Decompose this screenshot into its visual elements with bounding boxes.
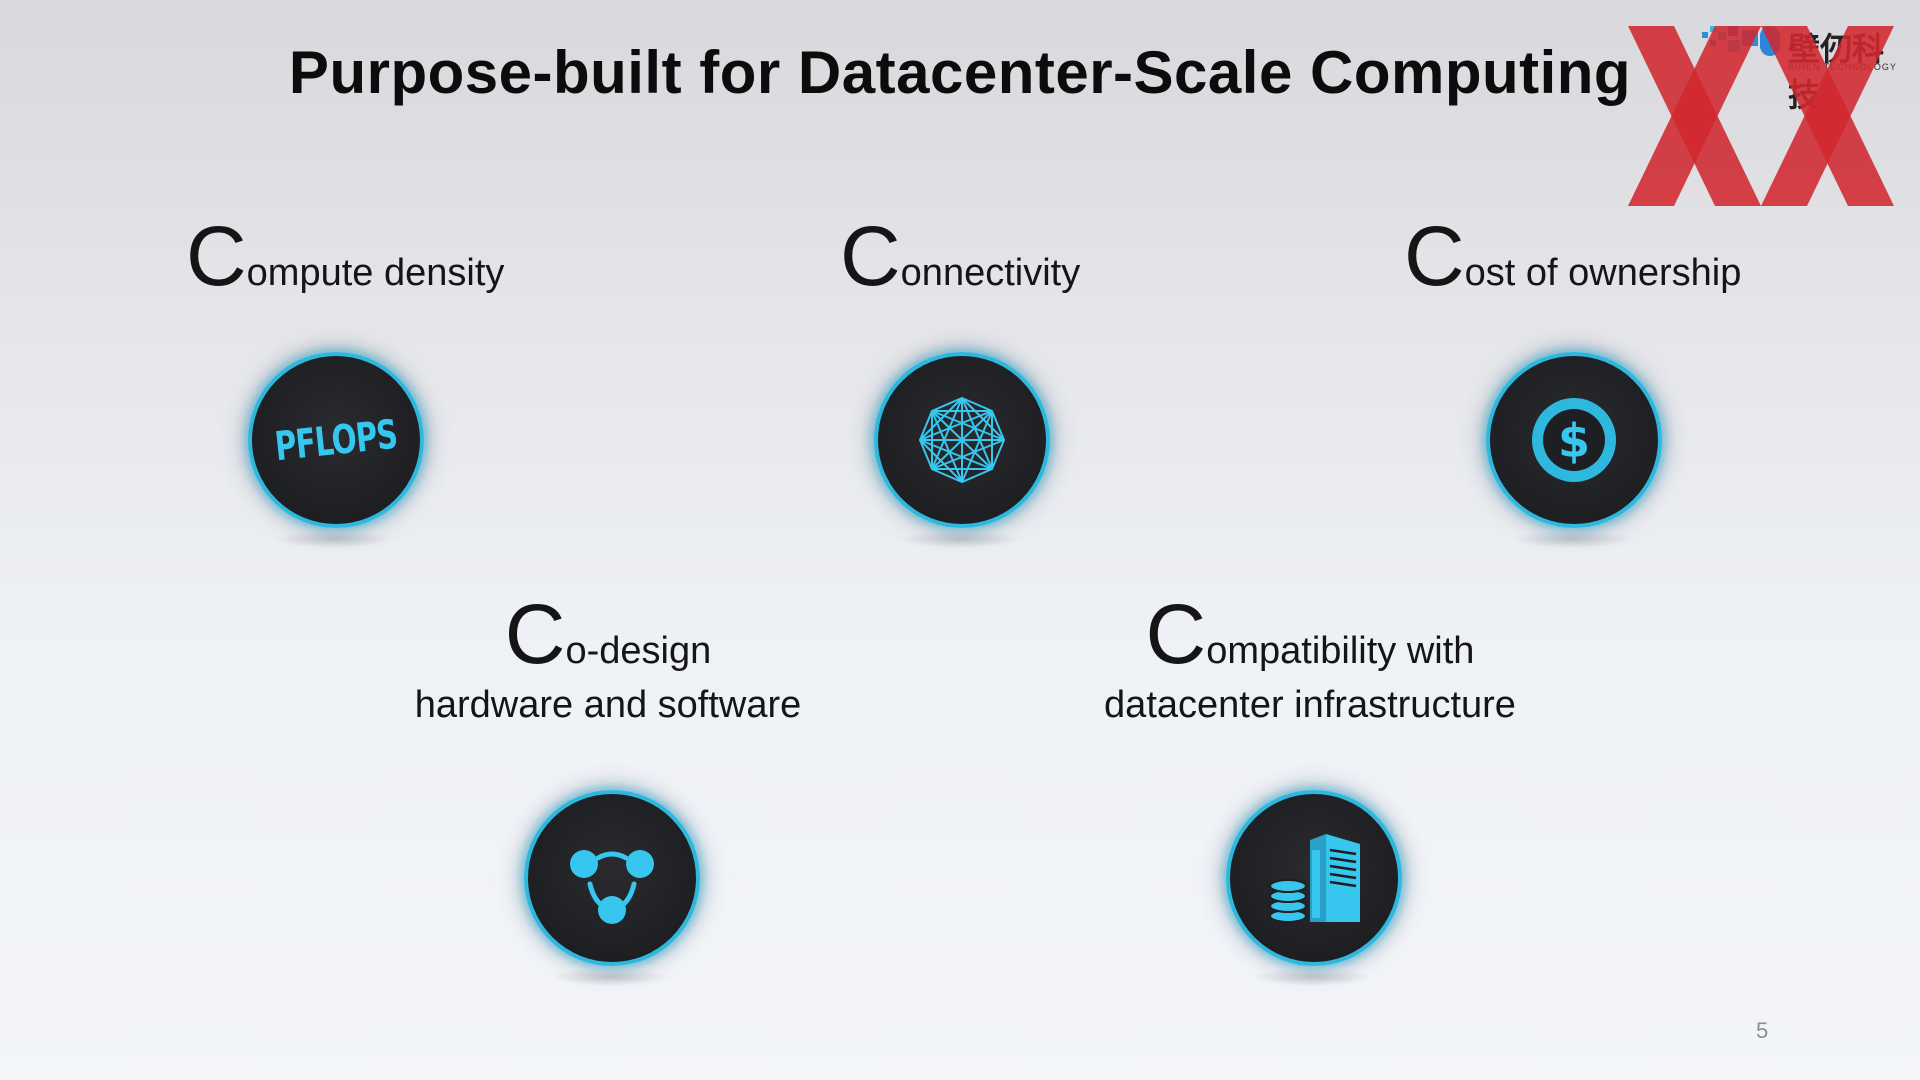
icon-card-connectivity [870,348,1050,548]
heading-initial: C [186,209,247,303]
icon-card-compatibility [1222,786,1402,986]
pflops-icon: PFLOPS [272,411,400,471]
heading-text: onnectivity [900,252,1081,294]
icon-card-co-design [520,786,700,986]
heading-text: ompute density [246,252,505,294]
heading-text: o-design [565,630,712,672]
subtitle-compatibility: datacenter infrastructure [1104,684,1516,726]
heading-initial: C [504,587,566,681]
icon-disc: $ [1486,352,1662,528]
dollar-coin-icon: $ [1532,398,1616,482]
slide-title: Purpose-built for Datacenter-Scale Compu… [288,39,1632,106]
heading-text: ompatibility with [1206,630,1475,672]
heading-co-design: Co-design [408,592,808,676]
icon-reflection [1512,530,1632,548]
heading-text: ost of ownership [1464,252,1742,294]
heading-compatibility: Compatibility with [1060,592,1560,676]
page-number: 5 [1756,1018,1769,1043]
share-nodes-icon [570,850,654,924]
subtitle-co-design: hardware and software [414,684,802,726]
icon-disc [874,352,1050,528]
mesh-network-icon [918,396,1006,484]
icon-reflection [550,968,670,986]
icon-reflection [1252,968,1372,986]
icon-reflection [900,530,1020,548]
heading-initial: C [1404,209,1465,303]
icon-disc [524,790,700,966]
icon-disc [1226,790,1402,966]
heading-compute-density: Compute density [186,214,586,298]
heading-connectivity: Connectivity [840,214,1200,298]
heading-initial: C [840,209,901,303]
icon-disc: PFLOPS [248,352,424,528]
heading-cost-of-ownership: Cost of ownership [1404,214,1804,298]
watermark-xx-icon [1628,26,1894,206]
svg-text:$: $ [1558,414,1590,468]
datacenter-building-icon [1269,834,1360,923]
icon-card-compute-density: PFLOPS [244,348,424,548]
icon-reflection [274,530,394,548]
heading-initial: C [1145,587,1207,681]
icon-card-cost-of-ownership: $ [1482,348,1662,548]
